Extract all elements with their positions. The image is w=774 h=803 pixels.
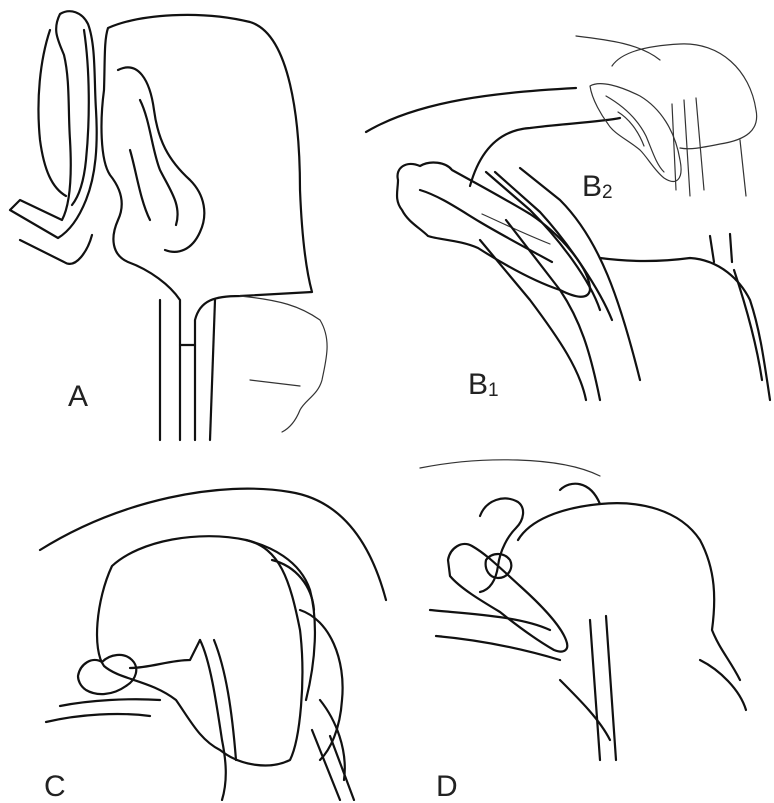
panel-b1-drawing	[366, 88, 770, 400]
panel-a-drawing	[10, 11, 327, 440]
panel-d-drawing	[420, 460, 746, 760]
panel-label-d: D	[436, 772, 458, 802]
panel-label-b1: B1	[468, 370, 499, 400]
panel-label-a: A	[68, 382, 88, 412]
panel-label-b2: B2	[582, 172, 613, 202]
panel-c-drawing	[40, 489, 386, 800]
panel-label-c: C	[44, 772, 66, 802]
